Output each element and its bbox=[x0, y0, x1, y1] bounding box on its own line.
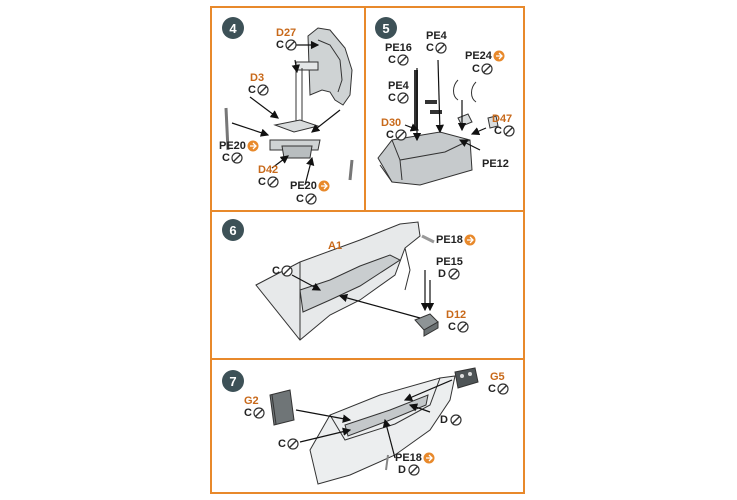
part-label-a1: A1 bbox=[328, 240, 343, 252]
photo-etch-icon bbox=[493, 50, 505, 62]
photo-etch-icon bbox=[318, 180, 330, 192]
glue-icon bbox=[267, 176, 279, 188]
glue-icon bbox=[497, 383, 509, 395]
code-c: C bbox=[248, 84, 256, 96]
glue-icon bbox=[448, 268, 460, 280]
part-label-d12: D12 bbox=[446, 309, 467, 321]
code-d: D bbox=[438, 268, 446, 280]
glue-icon bbox=[253, 407, 265, 419]
step-5-drawing bbox=[377, 70, 499, 186]
code-c: C bbox=[448, 321, 456, 333]
part-label-pe18: PE18 bbox=[436, 234, 463, 246]
part-label-g2: G2 bbox=[244, 395, 259, 407]
step-7-number: 7 bbox=[222, 370, 244, 392]
code-c: C bbox=[472, 63, 480, 75]
code-c: C bbox=[258, 176, 266, 188]
code-c: C bbox=[296, 193, 304, 205]
part-label-pe4: PE4 bbox=[426, 30, 447, 42]
part-label-pe4: PE4 bbox=[388, 80, 409, 92]
photo-etch-icon bbox=[247, 140, 259, 152]
code-c: C bbox=[488, 383, 496, 395]
part-label-pe16: PE16 bbox=[385, 42, 412, 54]
part-label-pe24: PE24 bbox=[465, 50, 492, 62]
glue-icon bbox=[397, 92, 409, 104]
glue-icon bbox=[408, 464, 420, 476]
code-c: C bbox=[388, 54, 396, 66]
code-c: C bbox=[494, 125, 502, 137]
step-5-number: 5 bbox=[375, 17, 397, 39]
step-6-drawing bbox=[255, 221, 439, 341]
glue-icon bbox=[397, 54, 409, 66]
part-label-d3: D3 bbox=[250, 72, 265, 84]
glue-icon bbox=[457, 321, 469, 333]
glue-icon bbox=[435, 42, 447, 54]
part-label-pe18: PE18 bbox=[395, 452, 422, 464]
part-label-pe12: PE12 bbox=[482, 158, 509, 170]
part-label-d42: D42 bbox=[258, 164, 279, 176]
code-d: D bbox=[440, 414, 448, 426]
part-label-d47: D47 bbox=[492, 113, 513, 125]
glue-icon bbox=[450, 414, 462, 426]
part-label-g5: G5 bbox=[490, 371, 505, 383]
code-c: C bbox=[222, 152, 230, 164]
part-label-pe15: PE15 bbox=[436, 256, 463, 268]
code-c: C bbox=[426, 42, 434, 54]
glue-icon bbox=[395, 129, 407, 141]
photo-etch-icon bbox=[464, 234, 476, 246]
glue-icon bbox=[231, 152, 243, 164]
part-label-d30: D30 bbox=[381, 117, 402, 129]
step-6-number: 6 bbox=[222, 219, 244, 241]
glue-icon bbox=[285, 39, 297, 51]
part-label-pe20: PE20 bbox=[290, 180, 317, 192]
glue-icon bbox=[503, 125, 515, 137]
code-c: C bbox=[388, 92, 396, 104]
code-c: C bbox=[278, 438, 286, 450]
glue-icon bbox=[257, 84, 269, 96]
code-c: C bbox=[244, 407, 252, 419]
glue-icon bbox=[287, 438, 299, 450]
code-c: C bbox=[386, 129, 394, 141]
part-label-pe20: PE20 bbox=[219, 140, 246, 152]
part-label-d27: D27 bbox=[276, 27, 297, 39]
photo-etch-icon bbox=[423, 452, 435, 464]
code-c: C bbox=[272, 265, 280, 277]
glue-icon bbox=[305, 193, 317, 205]
step-4-number: 4 bbox=[222, 17, 244, 39]
step-7-drawing bbox=[269, 367, 479, 485]
glue-icon bbox=[481, 63, 493, 75]
code-d: D bbox=[398, 464, 406, 476]
glue-icon bbox=[281, 265, 293, 277]
code-c: C bbox=[276, 39, 284, 51]
